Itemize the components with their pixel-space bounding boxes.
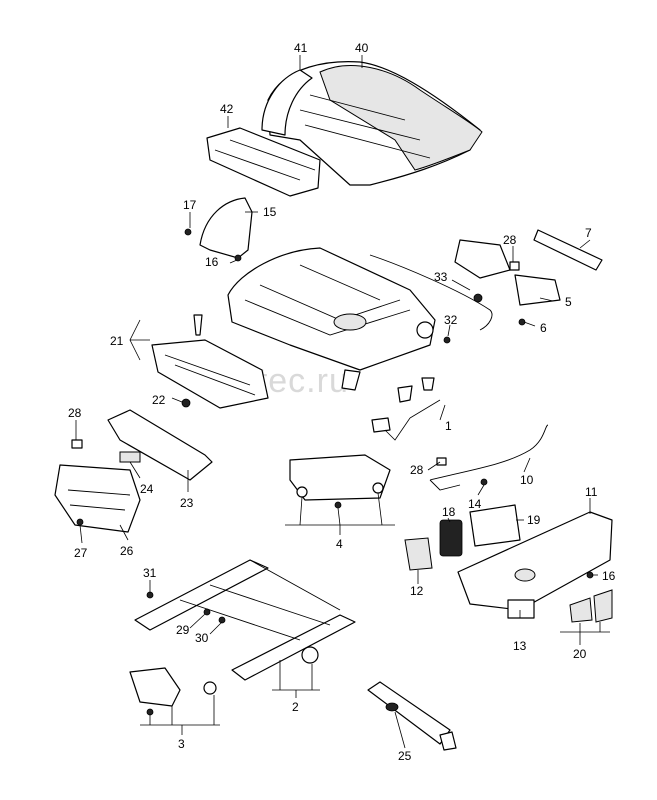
callout-10: 10 [520, 473, 534, 487]
callout-2: 2 [292, 700, 299, 714]
seat-adjust-mechanism [443, 229, 603, 344]
screw-17 [184, 228, 192, 236]
callout-1: 1 [445, 419, 452, 433]
front-trim [107, 409, 213, 481]
nut-22 [181, 398, 191, 408]
nut-29 [203, 608, 211, 616]
seat-cushion-front-foam [206, 127, 321, 197]
callout-30: 30 [195, 631, 209, 645]
clip-28-cable [436, 457, 447, 466]
clip-24 [119, 451, 141, 463]
seat-cushion-cover [319, 65, 483, 171]
clip-28-drawer [71, 439, 83, 449]
callout-21: 21 [110, 334, 124, 348]
nut-30 [218, 616, 226, 624]
callout-13: 13 [513, 639, 527, 653]
callout-24: 24 [140, 482, 154, 496]
callout-16a: 16 [205, 255, 219, 269]
switch-module [404, 504, 521, 571]
storage-drawer [54, 439, 141, 533]
callout-7: 7 [585, 226, 592, 240]
knob-20a [569, 597, 593, 623]
callout-20: 20 [573, 647, 587, 661]
seat-cushion-side-trim [261, 69, 313, 136]
seat-motor [129, 667, 217, 716]
callout-23: 23 [180, 496, 194, 510]
seat-frame [227, 247, 436, 391]
callout-19: 19 [527, 513, 541, 527]
callout-11: 11 [585, 485, 598, 499]
callout-6: 6 [540, 321, 547, 335]
callout-4: 4 [336, 537, 343, 551]
callout-27: 27 [74, 546, 88, 560]
connector-13 [507, 599, 535, 619]
callout-31: 31 [143, 566, 157, 580]
height-bracket [289, 454, 391, 509]
callout-labels: 41 40 42 15 17 16 7 28 5 6 33 32 1 21 22… [68, 41, 616, 763]
side-cover-panel [184, 197, 253, 262]
trim-strip-7 [533, 229, 603, 271]
screw-14 [480, 478, 488, 486]
bolt-21 [193, 314, 203, 336]
leader-lines [75, 55, 610, 749]
screw-32 [443, 336, 451, 344]
callout-40: 40 [355, 41, 369, 55]
grease-tube [367, 681, 457, 751]
callout-41: 41 [294, 41, 308, 55]
callout-29: 29 [176, 623, 190, 637]
callout-28c: 28 [410, 463, 424, 477]
seat-rails [134, 559, 356, 681]
callout-25: 25 [398, 749, 412, 763]
callout-17: 17 [183, 198, 197, 212]
callout-42: 42 [220, 102, 234, 116]
callout-22: 22 [152, 393, 166, 407]
callout-3: 3 [178, 737, 185, 751]
callout-28b: 28 [503, 233, 517, 247]
callout-26: 26 [120, 544, 134, 558]
switch-18 [439, 519, 463, 557]
callout-12: 12 [410, 584, 424, 598]
callout-15: 15 [263, 205, 277, 219]
callout-32: 32 [444, 313, 458, 327]
callout-18: 18 [442, 505, 456, 519]
clip-28 [509, 261, 520, 271]
screw-16 [234, 254, 242, 262]
screw-27 [76, 518, 84, 526]
mount-2 [301, 646, 319, 664]
switch-33 [473, 293, 483, 303]
callout-5: 5 [565, 295, 572, 309]
cap-set [371, 377, 435, 433]
adjuster-rod [369, 254, 493, 331]
callout-16b: 16 [602, 569, 616, 583]
seat-cushion-group [206, 61, 483, 197]
switch-19 [469, 504, 521, 547]
callout-33: 33 [434, 270, 448, 284]
knob-20b [593, 589, 613, 623]
seat-cable [429, 424, 549, 491]
left-bracket [151, 314, 269, 409]
callout-28a: 28 [68, 406, 82, 420]
callout-14: 14 [468, 497, 482, 511]
